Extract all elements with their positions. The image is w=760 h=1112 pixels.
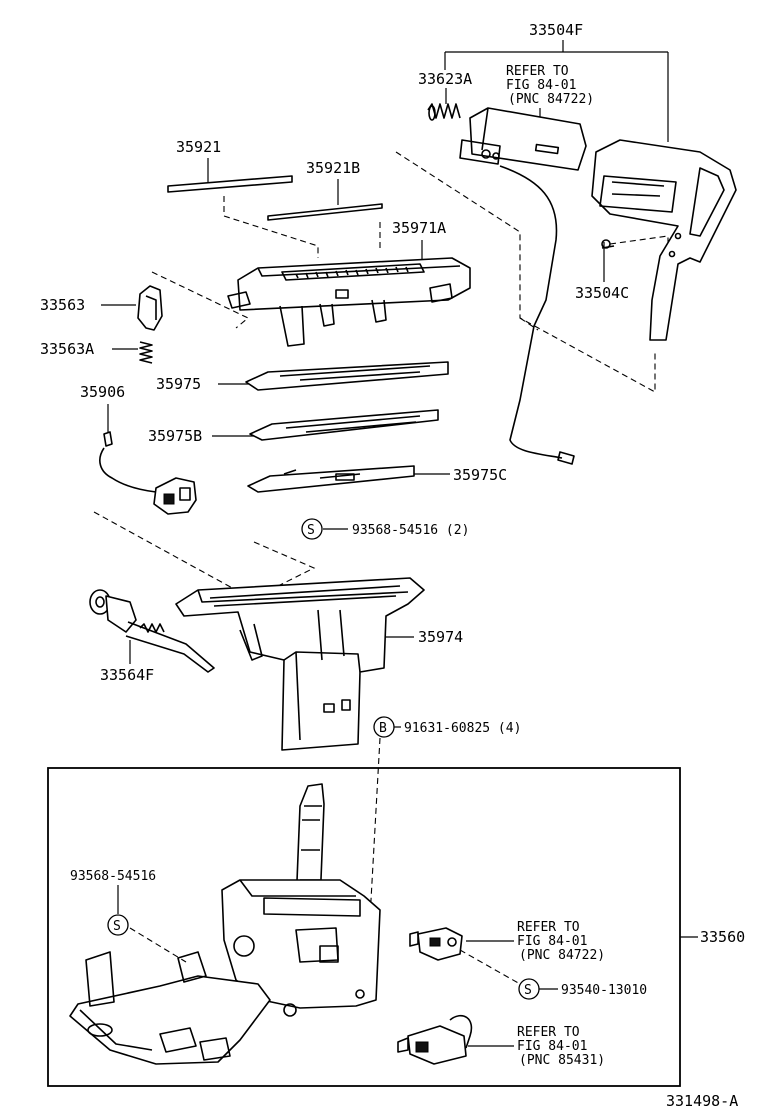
label-33504C: 33504C: [575, 284, 629, 302]
refer-line-2c: (PNC 84722): [519, 948, 605, 963]
symbol-s-2: S: [107, 914, 129, 936]
symbol-b-1: B: [373, 716, 395, 738]
refer-line-1c: (PNC 84722): [508, 92, 594, 107]
label-35974: 35974: [418, 628, 463, 646]
plate-35975C: [247, 465, 415, 493]
housing-35971A: [227, 257, 471, 347]
label-33564F: 33564F: [100, 666, 154, 684]
shift-lock-solenoid: [409, 927, 463, 961]
plate-35975B: [249, 409, 439, 441]
label-33563A: 33563A: [40, 340, 94, 358]
label-35921: 35921: [176, 138, 221, 156]
refer-line-3c: (PNC 85431): [519, 1053, 605, 1068]
park-position-switch: [397, 1014, 473, 1065]
refer-line-1b: FIG 84-01: [506, 78, 576, 93]
svg-text:S: S: [307, 523, 315, 538]
clip-33563: [137, 285, 163, 331]
spring-33563A: [139, 341, 153, 364]
label-bolt-2: 91631-60825 (4): [404, 721, 521, 736]
assembly-33560-box: [47, 767, 681, 1087]
label-35921B: 35921B: [306, 159, 360, 177]
interlock-33564F: [89, 589, 215, 673]
symbol-s-3: S: [518, 978, 540, 1000]
indicator-housing-35974: [175, 577, 425, 751]
symbol-s-1: S: [301, 518, 323, 540]
label-35975: 35975: [156, 375, 201, 393]
shift-knob-33504F: [591, 139, 737, 341]
screw-33504C: [601, 239, 615, 249]
svg-text:B: B: [379, 721, 387, 736]
label-35906: 35906: [80, 383, 125, 401]
label-33560: 33560: [700, 928, 745, 946]
knob-button-assembly: [459, 107, 587, 465]
strip-35921B: [267, 203, 383, 221]
label-bolt-3: 93568-54516: [70, 869, 156, 884]
leader-lines: [101, 40, 698, 1047]
refer-line-2a: REFER TO: [517, 920, 580, 935]
refer-line-3a: REFER TO: [517, 1025, 580, 1040]
label-bolt-1: 93568-54516 (2): [352, 523, 469, 538]
figure-number: 331498-A: [666, 1092, 738, 1110]
spring-33623A: [427, 103, 461, 121]
sensor-35906: [99, 431, 197, 515]
label-35975B: 35975B: [148, 427, 202, 445]
label-bolt-4: 93540-13010: [561, 983, 647, 998]
svg-text:S: S: [113, 919, 121, 934]
refer-line-2b: FIG 84-01: [517, 934, 587, 949]
label-35971A: 35971A: [392, 219, 446, 237]
label-33504F: 33504F: [529, 21, 583, 39]
strip-35921: [167, 175, 293, 193]
shift-lever-base-33560: [69, 783, 381, 1065]
refer-line-3b: FIG 84-01: [517, 1039, 587, 1054]
svg-text:S: S: [524, 983, 532, 998]
plate-35975: [245, 361, 449, 391]
refer-line-1a: REFER TO: [506, 64, 569, 79]
label-33623A: 33623A: [418, 70, 472, 88]
label-33563: 33563: [40, 296, 85, 314]
label-35975C: 35975C: [453, 466, 507, 484]
